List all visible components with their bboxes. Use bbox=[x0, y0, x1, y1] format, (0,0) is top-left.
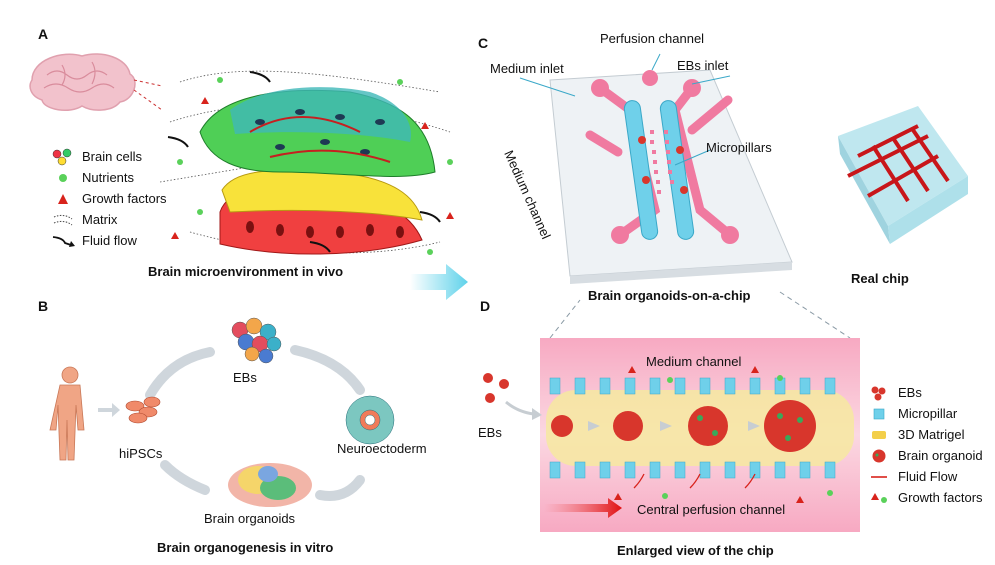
ebs-icon bbox=[866, 385, 892, 401]
d-central-channel-label: Central perfusion channel bbox=[637, 502, 786, 517]
panel-b-letter: B bbox=[38, 298, 49, 314]
fluid-flow-line-icon bbox=[866, 473, 892, 481]
legend-item-growth-factors: Growth factors bbox=[50, 188, 167, 209]
legend-item-ebs: EBs bbox=[866, 382, 983, 403]
panel-a-letter: A bbox=[38, 26, 49, 42]
medium-inlet-label: Medium inlet bbox=[490, 61, 564, 76]
stage-ebs-label: EBs bbox=[233, 370, 257, 385]
legend-item-matrix: Matrix bbox=[50, 209, 167, 230]
growth-factors-icon bbox=[866, 491, 892, 505]
matrix-icon bbox=[50, 213, 76, 227]
legend-label: Growth factors bbox=[82, 191, 167, 206]
panel-c-letter: C bbox=[478, 35, 489, 51]
real-chip-caption: Real chip bbox=[851, 271, 909, 286]
micropillar-icon bbox=[866, 407, 892, 421]
panel-d-caption: Enlarged view of the chip bbox=[617, 543, 774, 558]
panel-d-legend: EBs Micropillar 3D Matrigel Brain organo… bbox=[866, 382, 983, 508]
legend-label: Fluid Flow bbox=[898, 469, 958, 484]
legend-label: Brain organoid bbox=[898, 448, 983, 463]
ebs-inlet-label: EBs inlet bbox=[677, 58, 729, 73]
matrigel-icon bbox=[866, 429, 892, 441]
stage-organoids-label: Brain organoids bbox=[204, 511, 296, 526]
legend-label: 3D Matrigel bbox=[898, 427, 965, 442]
organ-chip-diagram bbox=[519, 53, 793, 284]
legend-label: Matrix bbox=[82, 212, 118, 227]
legend-label: Growth factors bbox=[898, 490, 983, 505]
panel-b-caption: Brain organogenesis in vitro bbox=[157, 540, 334, 555]
legend-item-brain-cells: Brain cells bbox=[50, 146, 167, 167]
perfusion-channel-label: Perfusion channel bbox=[600, 31, 705, 46]
human-icon bbox=[49, 366, 85, 461]
d-ebs-label: EBs bbox=[478, 425, 502, 440]
legend-item-fluid-flow: Fluid flow bbox=[50, 230, 167, 251]
d-medium-channel-label: Medium channel bbox=[646, 354, 742, 369]
panel-d-letter: D bbox=[480, 298, 491, 314]
legend-label: EBs bbox=[898, 385, 922, 400]
legend-item-brain-organoid: Brain organoid bbox=[866, 445, 983, 466]
legend-label: Nutrients bbox=[82, 170, 135, 185]
fluid-flow-icon bbox=[50, 234, 76, 248]
stage-hipscs-label: hiPSCs bbox=[119, 446, 163, 461]
stage-neuroectoderm-label: Neuroectoderm bbox=[337, 441, 427, 456]
legend-item-nutrients: Nutrients bbox=[50, 167, 167, 188]
legend-label: Brain cells bbox=[82, 149, 142, 164]
legend-item-matrigel: 3D Matrigel bbox=[866, 424, 983, 445]
brain-icon bbox=[29, 53, 162, 112]
micropillars-label: Micropillars bbox=[706, 140, 772, 155]
legend-label: Micropillar bbox=[898, 406, 958, 421]
zoom-lines bbox=[549, 291, 851, 339]
transition-arrow-icon bbox=[410, 264, 468, 300]
enlarged-chip-view bbox=[540, 338, 860, 532]
legend-label: Fluid flow bbox=[82, 233, 137, 248]
growth-factors-icon bbox=[50, 192, 76, 206]
real-chip-image bbox=[838, 106, 968, 244]
ebs-input-icon bbox=[483, 373, 542, 420]
organogenesis-cycle bbox=[49, 317, 395, 507]
panel-a-legend: Brain cells Nutrients Growth factors Mat… bbox=[50, 146, 167, 251]
legend-item-growth-factors-d: Growth factors bbox=[866, 487, 983, 508]
brain-tissue-illustration bbox=[160, 70, 454, 255]
legend-item-micropillar: Micropillar bbox=[866, 403, 983, 424]
legend-item-fluid-flow-d: Fluid Flow bbox=[866, 466, 983, 487]
panel-a-caption: Brain microenvironment in vivo bbox=[148, 264, 344, 279]
brain-organoid-icon bbox=[866, 448, 892, 464]
brain-cells-icon bbox=[50, 148, 76, 166]
nutrients-icon bbox=[50, 171, 76, 185]
panel-c-caption: Brain organoids-on-a-chip bbox=[588, 288, 751, 303]
